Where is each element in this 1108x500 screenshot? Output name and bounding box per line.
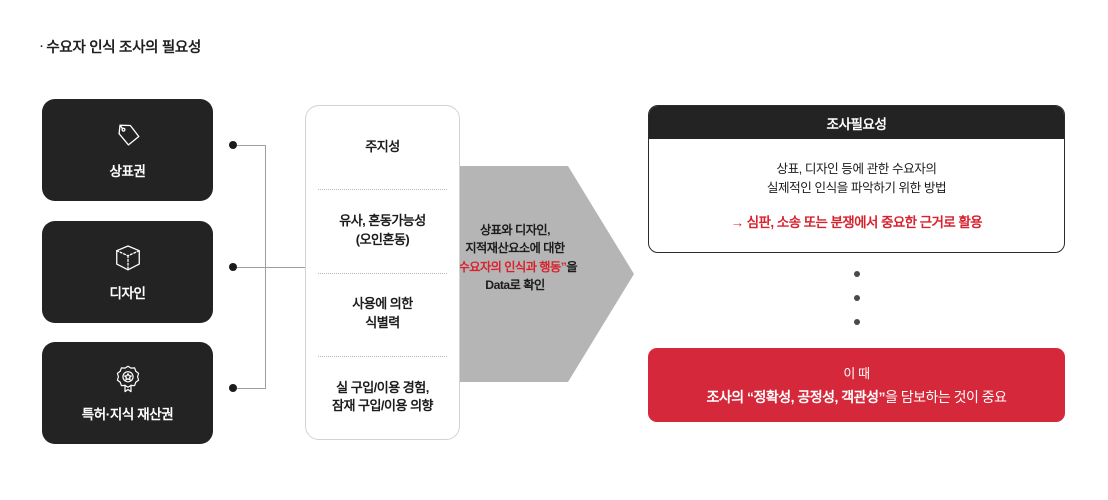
importance-callout: 이 때 조사의 “정확성, 공정성, 객관성”을 담보하는 것이 중요 (648, 348, 1065, 422)
category-label: 상표권 (109, 163, 146, 179)
criteria-item-line2: (오인혼동) (355, 231, 410, 247)
criteria-item-line1: 실 구입/이용 경험, (336, 379, 429, 395)
necessity-usage-text: 심판, 소송 또는 분쟁에서 중요한 근거로 활용 (746, 214, 983, 230)
criteria-item-line2: 잠재 구입/이용 의향 (331, 398, 434, 414)
title-bullet-icon: · (40, 41, 44, 53)
importance-callout-prefix: 조사의 (706, 389, 747, 405)
importance-callout-suffix: 을 담보하는 것이 중요 (884, 389, 1007, 405)
arrow-right-icon (438, 166, 634, 382)
tag-icon (117, 124, 139, 146)
arrow-caption-line4: Data로 확인 (485, 277, 545, 292)
connector-dot (229, 141, 237, 149)
criteria-item-line2: 식별력 (365, 315, 400, 331)
criteria-item-line1: 유사, 혼동가능성 (339, 213, 426, 229)
page-title-text: 수요자 인식 조사의 필요성 (46, 40, 201, 56)
category-label: 특허·지식 재산권 (81, 406, 174, 422)
ellipsis-dot (854, 271, 860, 277)
necessity-card-header: 조사필요성 (649, 106, 1064, 139)
category-label: 디자인 (109, 285, 146, 301)
arrow-caption-highlight-suffix: 을 (566, 259, 578, 274)
connector-line-horizontal (237, 267, 305, 268)
criteria-item[interactable]: 주지성 (306, 106, 459, 189)
importance-callout-quoted: “정확성, 공정성, 객관성” (746, 389, 885, 405)
connector-line-horizontal (237, 388, 266, 389)
category-card-patent-ip[interactable]: 특허·지식 재산권 (42, 342, 213, 444)
cube-icon (115, 244, 140, 270)
category-card-design[interactable]: 디자인 (42, 221, 213, 323)
arrow-caption-line2: 지적재산요소에 대한 (465, 241, 565, 256)
necessity-description-line1: 상표, 디자인 등에 관한 수요자의 (776, 162, 937, 177)
connector-line-vertical (265, 145, 266, 388)
arrow-caption-line1: 상표와 디자인, (479, 223, 551, 237)
arrow-caption-highlight: “수요자의 인식과 행동” (452, 259, 567, 274)
connector-line-horizontal (237, 145, 266, 146)
importance-callout-line2: 조사의 “정확성, 공정성, 객관성”을 담보하는 것이 중요 (706, 387, 1007, 407)
gray-arrow-shape (438, 166, 638, 382)
arrow-caption: 상표와 디자인, 지적재산요소에 대한 “수요자의 인식과 행동”을 Data로… (452, 221, 578, 294)
arrow-right-glyph-icon: → (730, 214, 744, 230)
criteria-item[interactable]: 유사, 혼동가능성 (오인혼동) (306, 189, 459, 272)
necessity-usage: →심판, 소송 또는 분쟁에서 중요한 근거로 활용 (730, 211, 983, 231)
necessity-description-line2: 실제적인 인식을 파악하기 위한 방법 (766, 181, 947, 195)
connector-dot (229, 384, 237, 392)
connector-dot (229, 263, 237, 271)
category-card-trademark[interactable]: 상표권 (42, 99, 213, 201)
criteria-item[interactable]: 실 구입/이용 경험, 잠재 구입/이용 의향 (306, 355, 459, 439)
necessity-description: 상표, 디자인 등에 관한 수요자의 실제적인 인식을 파악하기 위한 방법 (766, 160, 947, 198)
ellipsis-dot (854, 295, 860, 301)
importance-callout-line1: 이 때 (843, 366, 870, 381)
necessity-card-body: 상표, 디자인 등에 관한 수요자의 실제적인 인식을 파악하기 위한 방법 →… (649, 139, 1064, 252)
necessity-card: 조사필요성 상표, 디자인 등에 관한 수요자의 실제적인 인식을 파악하기 위… (648, 105, 1065, 253)
award-badge-icon (116, 365, 139, 392)
criteria-item-line1: 주지성 (365, 139, 400, 155)
ellipsis-dot (854, 319, 860, 325)
criteria-item-line1: 사용에 의한 (352, 296, 413, 312)
page-title: ·수요자 인식 조사의 필요성 (40, 36, 201, 57)
